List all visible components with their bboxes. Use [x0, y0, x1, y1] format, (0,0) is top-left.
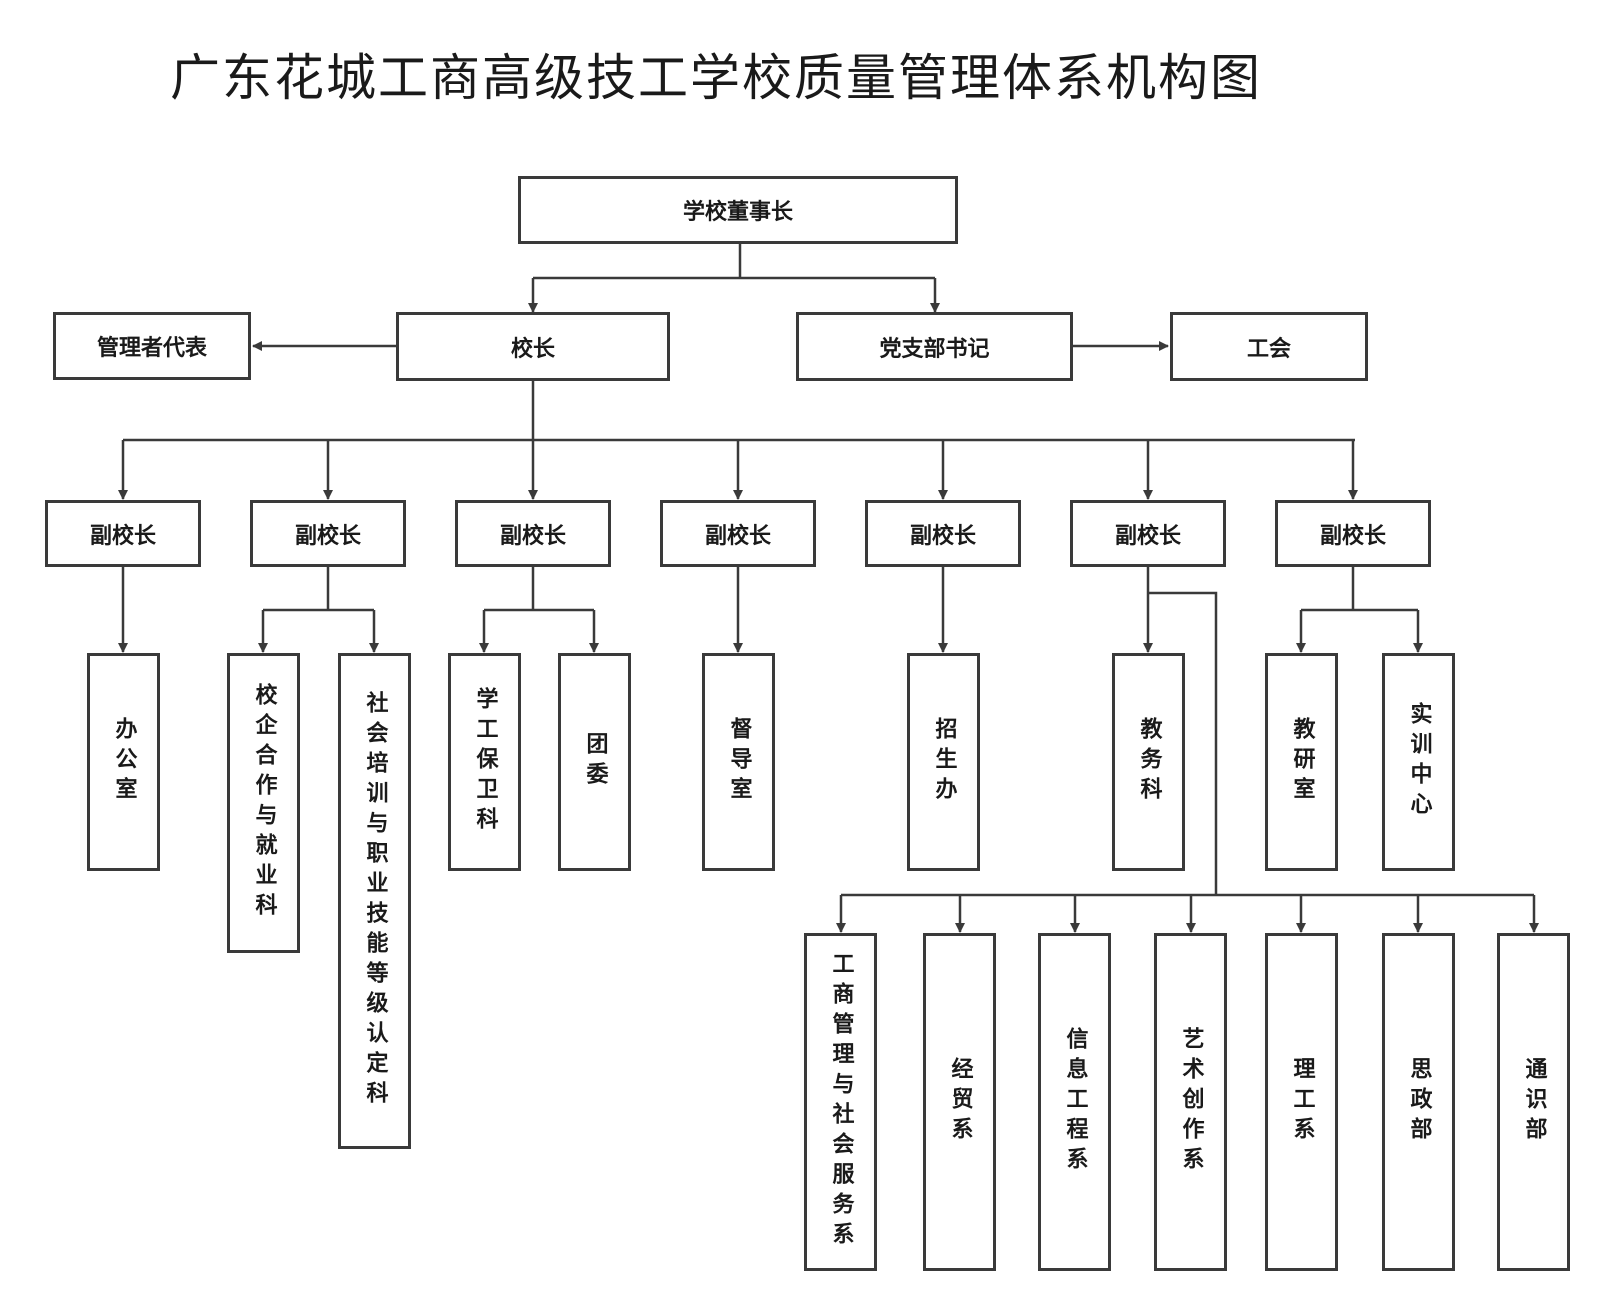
node-practice-center: 实训中心: [1382, 653, 1455, 871]
node-student-security-label: 学工保卫科: [472, 687, 498, 837]
node-academic-affairs: 教务科: [1112, 653, 1185, 871]
node-chairman: 学校董事长: [518, 176, 958, 244]
node-vice-principal-5: 副校长: [865, 500, 1021, 567]
node-dept-science-engineering-label: 理工系: [1289, 1057, 1315, 1147]
node-enterprise-cooperation-label: 校企合作与就业科: [251, 683, 277, 923]
node-supervision-office-label: 督导室: [726, 717, 752, 807]
node-dept-ideology-politics: 思政部: [1382, 933, 1455, 1271]
node-dept-ideology-politics-label: 思政部: [1406, 1057, 1432, 1147]
node-dept-art-creation: 艺术创作系: [1154, 933, 1227, 1271]
node-office-label: 办公室: [111, 717, 137, 807]
node-teaching-research: 教研室: [1265, 653, 1338, 871]
node-vice-principal-3: 副校长: [455, 500, 611, 567]
node-admissions-office: 招生办: [907, 653, 980, 871]
node-dept-art-creation-label: 艺术创作系: [1178, 1027, 1204, 1177]
node-dept-economics-trade: 经贸系: [923, 933, 996, 1271]
node-dept-information-engineering-label: 信息工程系: [1062, 1027, 1088, 1177]
node-dept-science-engineering: 理工系: [1265, 933, 1338, 1271]
node-vice-principal-2: 副校长: [250, 500, 406, 567]
node-party-secretary: 党支部书记: [796, 312, 1073, 381]
node-youth-league-label: 团委: [582, 732, 608, 792]
node-academic-affairs-label: 教务科: [1136, 717, 1162, 807]
node-vice-principal-7: 副校长: [1275, 500, 1431, 567]
node-principal: 校长: [396, 312, 670, 381]
node-social-training: 社会培训与职业技能等级认定科: [338, 653, 411, 1149]
page-title: 广东花城工商高级技工学校质量管理体系机构图: [170, 49, 1262, 107]
node-dept-economics-trade-label: 经贸系: [947, 1057, 973, 1147]
node-dept-information-engineering: 信息工程系: [1038, 933, 1111, 1271]
node-practice-center-label: 实训中心: [1406, 702, 1432, 822]
node-supervision-office: 督导室: [702, 653, 775, 871]
node-youth-league: 团委: [558, 653, 631, 871]
node-vice-principal-1: 副校长: [45, 500, 201, 567]
node-dept-general-education: 通识部: [1497, 933, 1570, 1271]
node-management-representative: 管理者代表: [53, 312, 251, 380]
node-admissions-office-label: 招生办: [931, 717, 957, 807]
node-student-security: 学工保卫科: [448, 653, 521, 871]
node-social-training-label: 社会培训与职业技能等级认定科: [362, 691, 388, 1111]
node-vice-principal-6: 副校长: [1070, 500, 1226, 567]
node-enterprise-cooperation: 校企合作与就业科: [227, 653, 300, 953]
node-dept-business-social-label: 工商管理与社会服务系: [828, 952, 854, 1252]
node-vice-principal-4: 副校长: [660, 500, 816, 567]
node-office: 办公室: [87, 653, 160, 871]
node-union: 工会: [1170, 312, 1368, 381]
node-dept-general-education-label: 通识部: [1521, 1057, 1547, 1147]
node-teaching-research-label: 教研室: [1289, 717, 1315, 807]
node-dept-business-social: 工商管理与社会服务系: [804, 933, 877, 1271]
